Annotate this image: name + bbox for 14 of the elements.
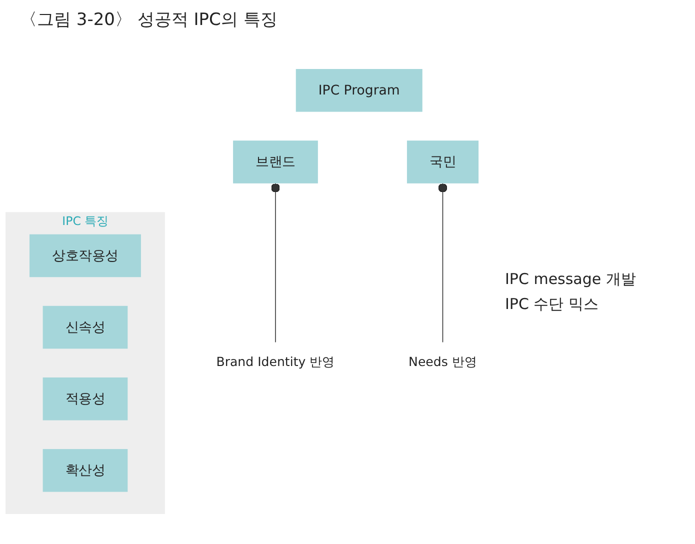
node-box: 브랜드 xyxy=(233,140,318,184)
connector xyxy=(438,182,448,343)
node-box: 신속성 xyxy=(42,306,128,349)
diagram-title: 〈그림 3-20〉 성공적 IPC의 특징 xyxy=(19,9,278,32)
node-box: 적용성 xyxy=(42,377,128,420)
node-box: IPC Program xyxy=(296,69,422,112)
node-text: Needs 반영 xyxy=(408,355,477,370)
node-box: 확산성 xyxy=(42,449,128,492)
connector xyxy=(271,182,280,343)
bullet-text: IPC 수단 믹스 xyxy=(505,294,600,314)
node-text: Brand Identity 반영 xyxy=(216,355,335,370)
bullet-text: IPC message 개발 xyxy=(505,270,637,288)
node-box: 국민 xyxy=(406,140,479,184)
node-box: 상호작용성 xyxy=(30,234,141,278)
